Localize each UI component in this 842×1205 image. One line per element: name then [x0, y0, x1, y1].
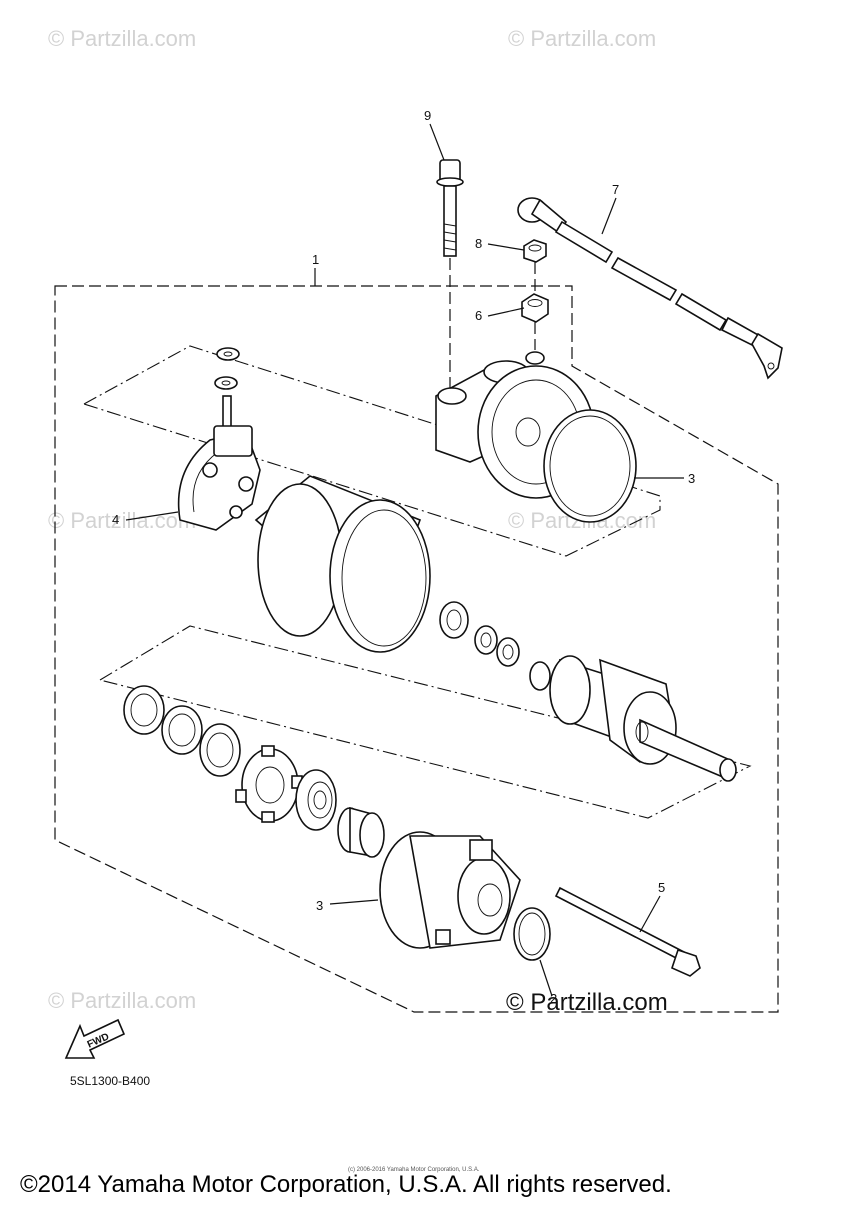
- callout-7: 7: [612, 182, 619, 197]
- nut-6: [521, 293, 549, 323]
- lock-plate: [235, 745, 303, 823]
- needle-bearing: [337, 806, 385, 858]
- callout-4: 4: [112, 512, 119, 527]
- lead-wire-7: [517, 197, 783, 380]
- callout-6: 6: [475, 308, 482, 323]
- watermark: © Partzilla.com: [508, 26, 656, 51]
- armature: [529, 655, 737, 782]
- nut-8: [523, 239, 547, 263]
- front-cover-3: [379, 831, 521, 949]
- watermark: © Partzilla.com: [48, 988, 196, 1013]
- callout-5: 5: [658, 880, 665, 895]
- upper-guide-plane: [83, 345, 661, 557]
- callout-9: 9: [424, 108, 431, 123]
- bearing: [295, 769, 337, 831]
- o-ring-3-upper: [543, 409, 637, 523]
- washer-large: [199, 723, 241, 777]
- brush-holder-4: [177, 347, 261, 531]
- washer-small: [474, 625, 498, 655]
- o-ring-2: [513, 907, 551, 961]
- diagram-code: 5SL1300-B400: [70, 1074, 150, 1088]
- assembly-boundary: [54, 285, 779, 1013]
- washer-small: [496, 637, 520, 667]
- fine-print: (c) 2006-2016 Yamaha Motor Corporation, …: [348, 1167, 480, 1173]
- bolt-9: [436, 159, 464, 390]
- fwd-arrow-icon: FWD: [64, 1018, 126, 1059]
- watermark: © Partzilla.com: [48, 508, 196, 533]
- watermark: © Partzilla.com: [48, 26, 196, 51]
- lower-guide-plane: [99, 625, 752, 819]
- bolt-5: [554, 886, 701, 977]
- callout-2: 2: [550, 991, 557, 1006]
- copyright-footer: ©2014 Yamaha Motor Corporation, U.S.A. A…: [20, 1171, 672, 1198]
- washer-large: [123, 685, 165, 735]
- yoke-housing: [254, 475, 431, 653]
- watermark-main: © Partzilla.com: [506, 989, 668, 1016]
- callout-3-upper: 3: [688, 471, 695, 486]
- washer: [525, 351, 545, 365]
- callout-3-lower: 3: [316, 898, 323, 913]
- callout-1: 1: [312, 252, 319, 267]
- callout-8: 8: [475, 236, 482, 251]
- bushing: [439, 601, 469, 639]
- washer-large: [161, 705, 203, 755]
